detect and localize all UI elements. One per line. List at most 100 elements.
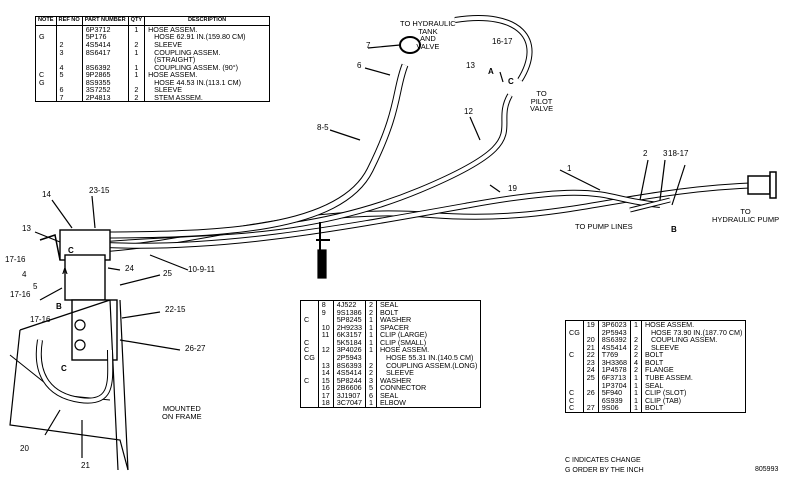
- cell-desc: BOLT: [644, 403, 664, 413]
- cell-ref: [318, 316, 334, 324]
- cell-desc: SPACER: [379, 322, 409, 332]
- cell-note: [566, 321, 584, 329]
- cell-desc: BOLT: [644, 350, 664, 360]
- cell-part: 2P5943: [333, 354, 366, 362]
- cell-desc: HOSE ASSEM.: [644, 320, 695, 329]
- cell-part: 3P6023: [598, 321, 631, 329]
- cell-part: 6F3713: [598, 374, 631, 382]
- callout-23-15: 23-15: [89, 186, 110, 195]
- cell-part: 4J522: [333, 301, 366, 309]
- callout-8-5: 8-5: [317, 123, 329, 132]
- cell-desc: WASHER: [379, 315, 412, 325]
- cell-part: 9S06: [598, 404, 631, 412]
- callout-6: 6: [357, 61, 362, 70]
- callout-7: 7: [366, 41, 371, 50]
- cell-note: [301, 331, 319, 339]
- col-ref: REF NO: [56, 17, 83, 26]
- cell-ref: 19: [583, 321, 599, 329]
- table-row: (STRAIGHT): [36, 56, 269, 64]
- cell-note: [301, 361, 319, 370]
- cell-note: [301, 391, 319, 400]
- cell-note: [566, 373, 584, 382]
- cell-qty: 1: [365, 339, 377, 347]
- cell-ref: [583, 328, 599, 337]
- cell-note: C: [36, 71, 57, 79]
- cell-part: 8S6392: [82, 64, 129, 72]
- cell-desc: HOSE ASSEM.: [148, 70, 198, 80]
- cell-part: 3H3368: [598, 359, 631, 367]
- marker-a-left: A: [62, 267, 68, 276]
- cell-note: C: [566, 397, 584, 405]
- callout-1: 1: [567, 164, 572, 173]
- cell-ref: 23: [583, 359, 599, 367]
- cell-desc: SLEEVE: [148, 39, 183, 49]
- cell-qty: 1: [365, 316, 377, 324]
- cell-part: [82, 56, 129, 64]
- cell-qty: 2: [128, 41, 146, 49]
- cell-part: 1P3704: [598, 381, 631, 390]
- cell-desc: (STRAIGHT): [148, 55, 196, 65]
- to-pump-lines-label: TO PUMP LINES: [575, 222, 633, 231]
- callout-5: 5: [33, 282, 38, 291]
- cell-desc: COUPLING ASSEM. (90°): [148, 62, 239, 72]
- cell-note: [301, 384, 319, 392]
- cell-part: 9S1386: [333, 308, 366, 317]
- cell-qty: 2: [630, 351, 642, 359]
- cell-desc: FLANGE: [644, 365, 674, 375]
- indicates-change-note: C INDICATES CHANGE: [565, 457, 641, 464]
- cell-desc: HOSE ASSEM.: [148, 24, 198, 34]
- cell-ref: 15: [318, 377, 334, 385]
- cell-desc: SEAL: [379, 300, 399, 309]
- cell-part: 3S7252: [82, 86, 129, 94]
- callout-20: 20: [20, 444, 29, 453]
- cell-qty: 1: [630, 397, 642, 405]
- cell-part: 1P4578: [598, 366, 631, 374]
- cell-part: 6K3157: [333, 331, 366, 339]
- cell-desc: SEAL: [379, 390, 399, 400]
- cell-desc: CLIP (LARGE): [379, 330, 427, 340]
- marker-a-top: A: [488, 67, 494, 76]
- callout-10-9-11: 10-9-11: [188, 265, 215, 274]
- cell-note: G: [36, 33, 57, 41]
- cell-note: [36, 63, 57, 72]
- cell-note: [566, 366, 584, 374]
- cell-desc: COUPLING ASSEM.: [644, 335, 718, 345]
- cell-ref: [318, 353, 334, 362]
- cell-ref: 16: [318, 384, 334, 392]
- cell-note: C: [566, 404, 584, 412]
- callout-16-17: 16-17: [492, 37, 513, 46]
- cell-part: 6P3712: [82, 25, 129, 34]
- callout-14: 14: [42, 190, 51, 199]
- cell-qty: 1: [365, 346, 377, 354]
- cell-part: 5K5184: [333, 339, 366, 347]
- mounted-on-frame-label: MOUNTED ON FRAME: [162, 404, 202, 421]
- cell-note: [36, 56, 57, 64]
- cell-ref: 13: [318, 361, 334, 370]
- cell-desc: CONNECTOR: [379, 383, 427, 393]
- cell-ref: 7: [56, 94, 83, 102]
- cell-desc: WASHER: [379, 375, 412, 385]
- cell-part: 5F940: [598, 389, 631, 397]
- cell-note: [301, 399, 319, 407]
- cell-ref: 2: [56, 41, 83, 49]
- cell-note: [36, 86, 57, 94]
- cell-note: [301, 308, 319, 317]
- cell-qty: 2: [365, 308, 377, 317]
